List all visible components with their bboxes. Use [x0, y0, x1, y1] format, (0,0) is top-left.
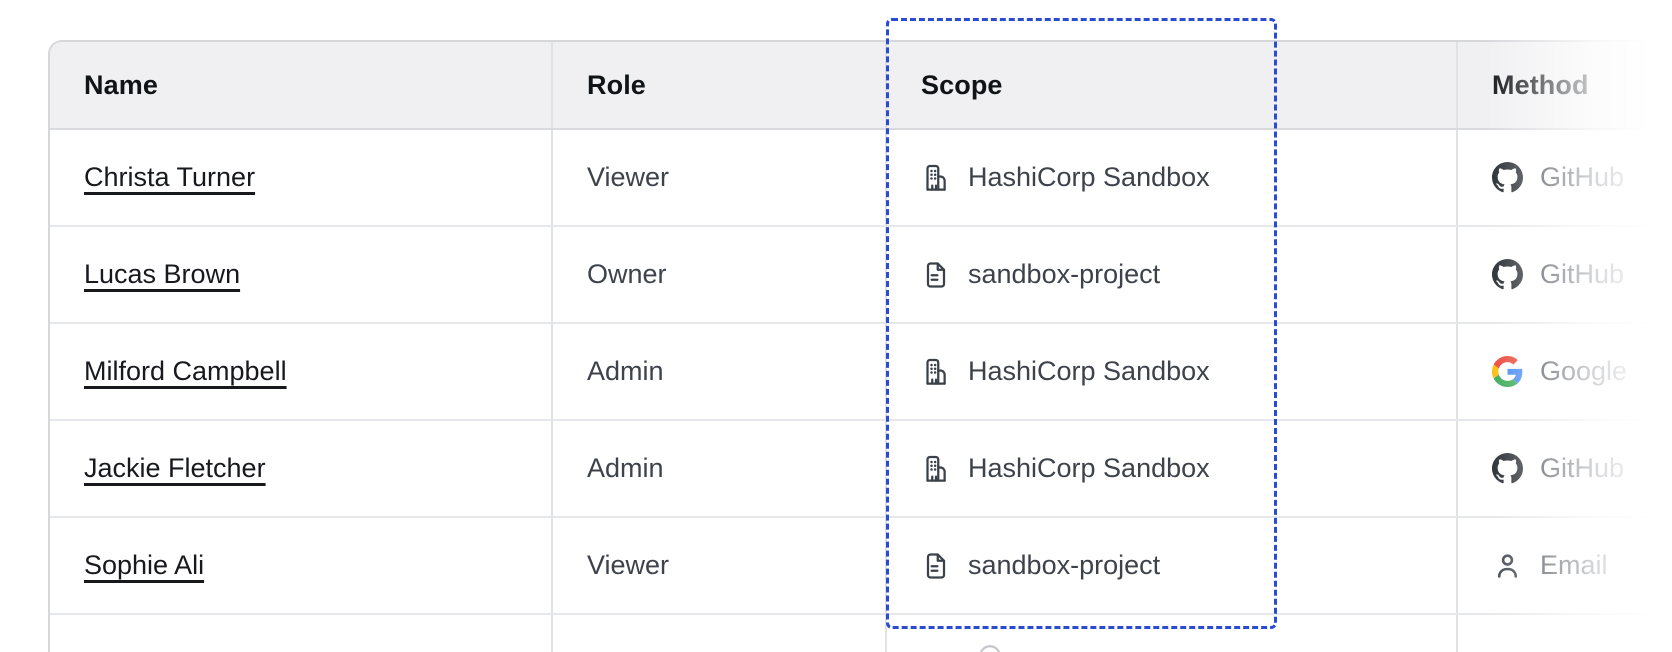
- scope-cell: sandbox-project: [885, 518, 1456, 613]
- name-cell: [50, 615, 551, 652]
- scope-value: HashiCorp Sandbox: [968, 453, 1210, 483]
- role-cell: Owner: [551, 227, 885, 322]
- role-value: Viewer: [587, 550, 670, 580]
- method-value: GitHub: [1540, 453, 1625, 483]
- column-header-role-label: Role: [587, 69, 646, 100]
- scope-value: HashiCorp Sandbox: [968, 356, 1210, 386]
- column-header-method-label: Method: [1492, 69, 1589, 100]
- scope-value: HashiCorp Sandbox: [968, 162, 1210, 192]
- name-cell: Milford Campbell: [50, 324, 551, 419]
- table-row: Lucas Brown Owner sandbox-project: [50, 227, 1672, 324]
- scope-cell: [885, 615, 1456, 652]
- role-cell: Viewer: [551, 130, 885, 225]
- table-row: Sophie Ali Viewer sandbox-project: [50, 518, 1672, 615]
- column-header-role: Role: [551, 42, 885, 128]
- document-icon: [921, 551, 951, 581]
- column-header-name: Name: [50, 42, 551, 128]
- method-cell: Google: [1456, 324, 1672, 419]
- method-cell: [1456, 615, 1672, 652]
- column-header-scope: Scope: [885, 42, 1456, 128]
- role-value: Owner: [587, 259, 667, 289]
- method-cell: GitHub: [1456, 130, 1672, 225]
- role-cell: Admin: [551, 324, 885, 419]
- user-icon: [1492, 550, 1523, 581]
- table-row: Jackie Fletcher Admin: [50, 421, 1672, 518]
- role-value: Viewer: [587, 162, 670, 192]
- role-cell: [551, 615, 885, 652]
- name-cell: Lucas Brown: [50, 227, 551, 322]
- document-icon: [921, 260, 951, 290]
- partial-scope-icon: [977, 643, 1003, 652]
- scope-value: sandbox-project: [968, 550, 1161, 580]
- scope-value: sandbox-project: [968, 259, 1161, 289]
- role-cell: Admin: [551, 421, 885, 516]
- member-name-link[interactable]: Sophie Ali: [84, 550, 205, 580]
- method-cell: GitHub: [1456, 227, 1672, 322]
- method-value: GitHub: [1540, 259, 1625, 289]
- table-row: Milford Campbell Admin: [50, 324, 1672, 421]
- scope-cell: sandbox-project: [885, 227, 1456, 322]
- scope-cell: HashiCorp Sandbox: [885, 130, 1456, 225]
- name-cell: Christa Turner: [50, 130, 551, 225]
- github-icon: [1492, 259, 1523, 290]
- role-value: Admin: [587, 356, 664, 386]
- member-name-link[interactable]: Milford Campbell: [84, 356, 287, 386]
- members-table: Name Role Scope Method Christa Turner Vi…: [48, 40, 1672, 652]
- name-cell: Sophie Ali: [50, 518, 551, 613]
- scope-cell: HashiCorp Sandbox: [885, 324, 1456, 419]
- scope-cell: HashiCorp Sandbox: [885, 421, 1456, 516]
- github-icon: [1492, 453, 1523, 484]
- role-cell: Viewer: [551, 518, 885, 613]
- table-row-partial: [50, 615, 1672, 652]
- org-building-icon: [921, 163, 951, 193]
- column-header-name-label: Name: [84, 69, 158, 100]
- role-value: Admin: [587, 453, 664, 483]
- member-name-link[interactable]: Lucas Brown: [84, 259, 241, 289]
- column-header-scope-label: Scope: [921, 69, 1003, 100]
- github-icon: [1492, 162, 1523, 193]
- google-icon: [1492, 356, 1523, 387]
- method-value: Google: [1540, 356, 1628, 386]
- table-header-row: Name Role Scope Method: [50, 42, 1672, 130]
- member-name-link[interactable]: Christa Turner: [84, 162, 256, 192]
- column-header-method: Method: [1456, 42, 1672, 128]
- member-name-link[interactable]: Jackie Fletcher: [84, 453, 266, 483]
- method-value: Email: [1540, 550, 1608, 580]
- table-row: Christa Turner Viewer: [50, 130, 1672, 227]
- method-value: GitHub: [1540, 162, 1625, 192]
- method-cell: Email: [1456, 518, 1672, 613]
- name-cell: Jackie Fletcher: [50, 421, 551, 516]
- method-cell: GitHub: [1456, 421, 1672, 516]
- org-building-icon: [921, 454, 951, 484]
- org-building-icon: [921, 357, 951, 387]
